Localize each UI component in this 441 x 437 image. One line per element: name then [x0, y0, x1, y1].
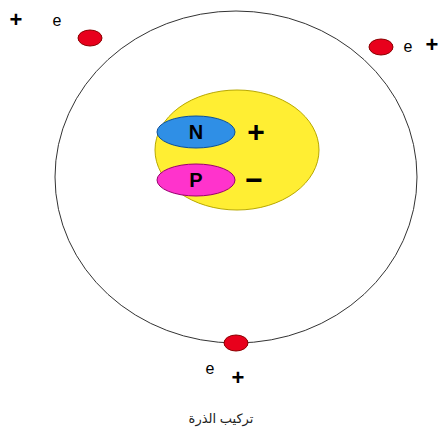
electron-orbit	[55, 11, 417, 343]
particle-label-box: N	[156, 115, 236, 149]
particle-ellipse: N+	[156, 115, 236, 149]
electron	[224, 335, 248, 351]
particle-letter: P	[189, 169, 202, 192]
particle-outline	[157, 116, 235, 148]
particle-symbol: e	[404, 39, 413, 55]
caption: تركيب الذرة	[189, 412, 254, 425]
electron	[369, 39, 393, 55]
particle-symbol: e	[53, 13, 62, 29]
charge-sign: −	[245, 165, 263, 195]
particle-outline	[157, 164, 235, 196]
charge-sign: +	[247, 117, 265, 147]
particle-ellipse: P−	[156, 163, 236, 197]
particle-letter: N	[189, 121, 203, 144]
particle-symbol: +	[232, 367, 245, 389]
electron	[78, 30, 102, 46]
particle-symbol: +	[426, 34, 439, 56]
nucleus	[155, 90, 319, 210]
particle-symbol: e	[206, 361, 215, 377]
particle-symbol: +	[10, 9, 23, 31]
particle-label-box: P	[156, 163, 236, 197]
